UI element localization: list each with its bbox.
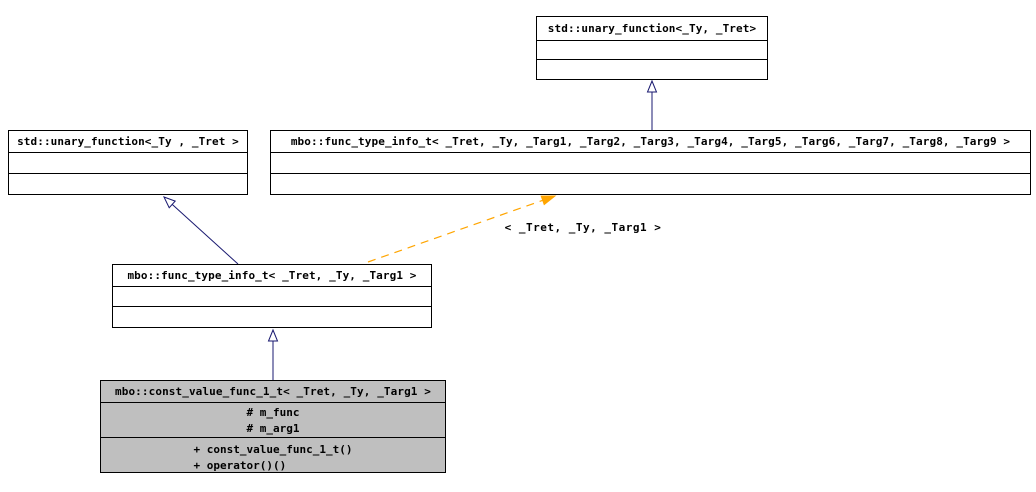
class-name: mbo::func_type_info_t< _Tret, _Ty, _Targ…: [290, 135, 1011, 148]
inheritance-edge-instance-to-unary: [171, 204, 239, 265]
class-name: mbo::func_type_info_t< _Tret, _Ty, _Targ…: [127, 269, 417, 282]
methods-compartment-empty: [537, 60, 767, 79]
attributes-compartment-empty: [271, 153, 1030, 174]
inheritance-arrowhead-icon: [163, 196, 177, 209]
class-name: std::unary_function<_Ty, _Tret>: [547, 22, 757, 35]
methods-compartment-empty: [271, 174, 1030, 194]
attribute-item: # m_func: [246, 406, 300, 419]
inheritance-arrowhead-icon: [646, 79, 658, 93]
class-name: std::unary_function<_Ty , _Tret >: [17, 135, 239, 148]
attribute-item: # m_arg1: [246, 422, 300, 435]
class-title-cell: mbo::const_value_func_1_t< _Tret, _Ty, _…: [101, 381, 445, 403]
method-list: + const_value_func_1_t() + operator()(): [194, 440, 353, 472]
class-title-cell[interactable]: std::unary_function<_Ty , _Tret >: [9, 131, 247, 153]
class-node-func-type-info-instance[interactable]: mbo::func_type_info_t< _Tret, _Ty, _Targ…: [112, 264, 432, 328]
class-title-cell[interactable]: mbo::func_type_info_t< _Tret, _Ty, _Targ…: [271, 131, 1030, 153]
class-node-const-value-func-1-t: mbo::const_value_func_1_t< _Tret, _Ty, _…: [100, 380, 446, 473]
attributes-compartment: # m_func # m_arg1: [101, 403, 445, 438]
attribute-list: # m_func # m_arg1: [101, 403, 445, 437]
class-node-std-unary-function-left[interactable]: std::unary_function<_Ty , _Tret >: [8, 130, 248, 195]
class-title-cell[interactable]: mbo::func_type_info_t< _Tret, _Ty, _Targ…: [113, 265, 431, 287]
class-name: mbo::const_value_func_1_t< _Tret, _Ty, _…: [115, 385, 431, 398]
attributes-compartment-empty: [9, 153, 247, 174]
class-node-func-type-info-general[interactable]: mbo::func_type_info_t< _Tret, _Ty, _Targ…: [270, 130, 1031, 195]
attributes-compartment-empty: [113, 287, 431, 307]
methods-compartment-empty: [9, 174, 247, 194]
template-args-edge-label: < _Tret, _Ty, _Targ1 >: [504, 221, 662, 234]
methods-compartment-empty: [113, 307, 431, 327]
class-node-std-unary-function-top[interactable]: std::unary_function<_Ty, _Tret>: [536, 16, 768, 80]
methods-compartment: + const_value_func_1_t() + operator()(): [101, 438, 445, 472]
method-item: + const_value_func_1_t(): [193, 443, 353, 456]
method-item: + operator()(): [193, 459, 287, 472]
template-arrowhead-icon: [540, 195, 557, 206]
attributes-compartment-empty: [537, 41, 767, 60]
class-title-cell[interactable]: std::unary_function<_Ty, _Tret>: [537, 17, 767, 41]
inheritance-arrowhead-icon: [267, 328, 279, 342]
